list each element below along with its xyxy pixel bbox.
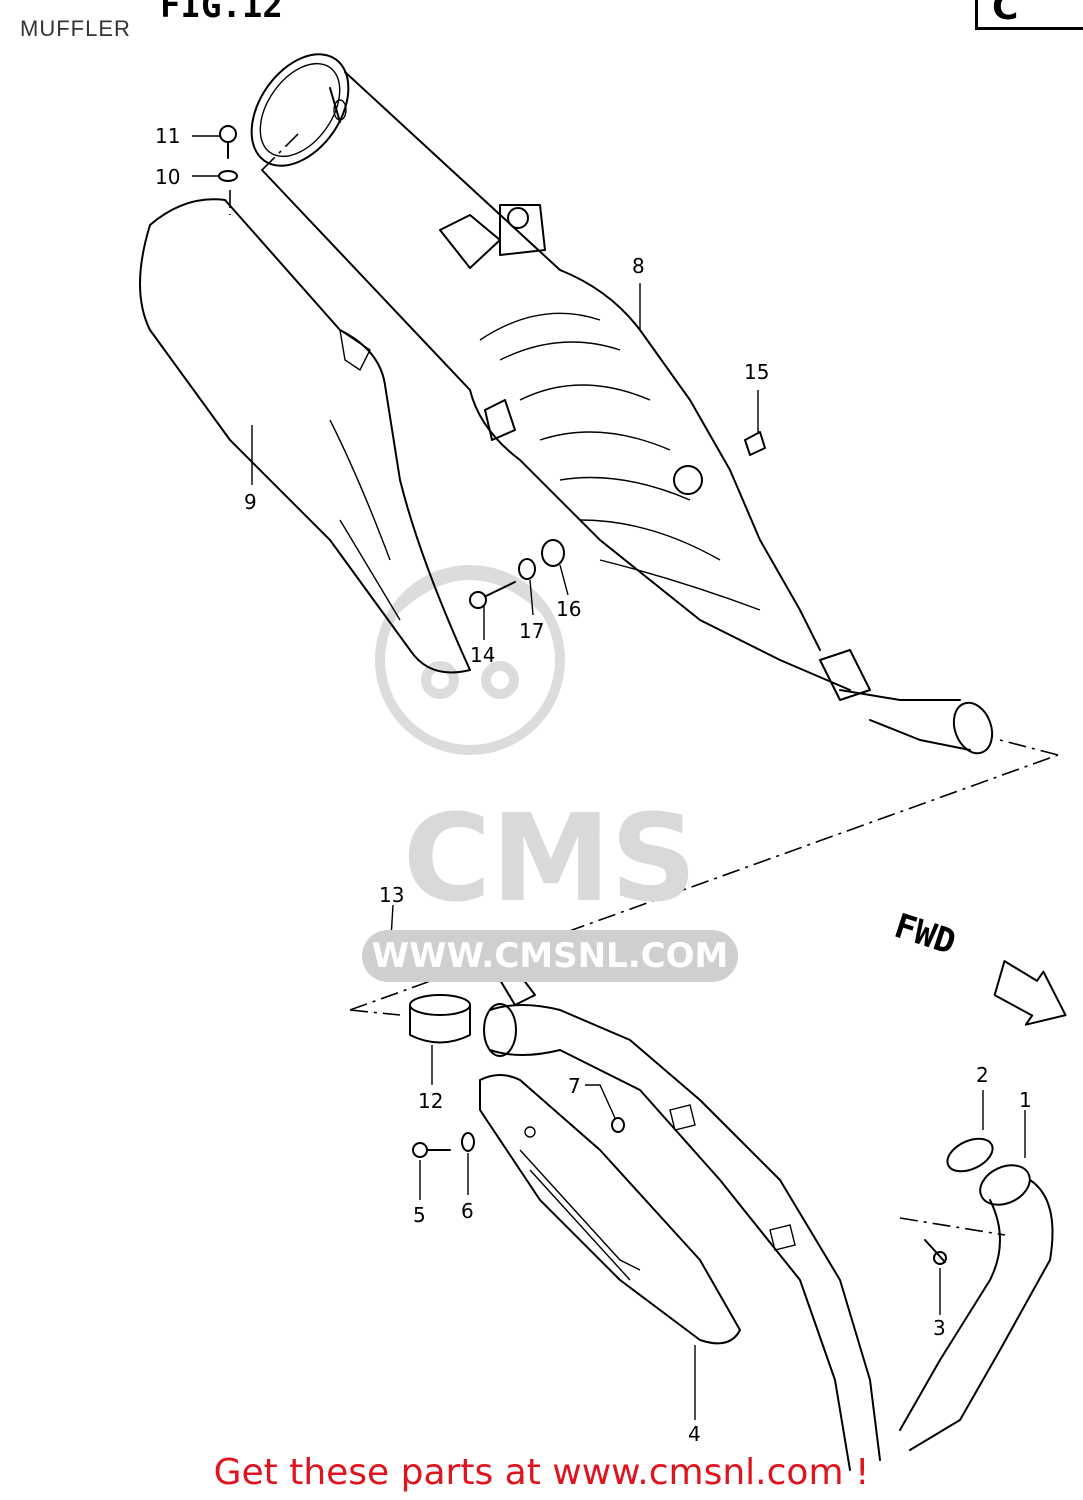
gasket-part-12 [409,994,471,1044]
footer-link[interactable]: Get these parts at www.cmsnl.com ! [213,1452,870,1493]
callout-4: 4 [688,1422,701,1446]
assembly-lines [229,129,1059,1236]
bolt-11 [219,125,237,143]
exhaust-pipe-part-1 [483,974,1054,1471]
cushion-16 [541,539,565,567]
washer-6 [461,1132,475,1152]
callout-10: 10 [155,165,181,189]
callout-2: 2 [976,1063,989,1087]
pipe-protector-part-4 [479,1074,741,1345]
figure-title: FIG.12 [160,0,283,26]
bolt-3 [924,1239,946,1263]
callout-1: 1 [1019,1088,1032,1112]
bolt-5 [412,1142,428,1158]
callout-6: 6 [461,1199,474,1223]
forward-arrow-icon [993,960,1067,1026]
callout-11: 11 [155,124,181,148]
callout-12: 12 [418,1089,444,1113]
section-label: MUFFLER [20,16,131,41]
washer-17 [518,558,536,580]
heat-shield-part-9 [139,198,471,674]
callout-3: 3 [933,1316,946,1340]
muffler-body-part-8 [250,53,994,755]
callout-8: 8 [632,254,645,278]
washer-7 [611,1117,625,1133]
callout-5: 5 [413,1203,426,1227]
callout-9: 9 [244,490,257,514]
callout-17: 17 [519,619,545,643]
callout-7: 7 [568,1074,581,1098]
callout-16: 16 [556,597,582,621]
watermark: CMS WWW.CMSNL.COM [315,800,785,982]
bolt-14 [469,591,487,609]
watermark-url: WWW.CMSNL.COM [361,930,739,982]
callout-13: 13 [379,883,405,907]
callout-14: 14 [470,643,496,667]
callout-15: 15 [744,360,770,384]
bolt-15 [744,431,766,456]
watermark-mascot-outline [375,565,565,755]
watermark-brand: CMS [403,790,697,929]
leader-lines [192,135,1026,1420]
washer-10 [218,170,238,182]
corner-tag: C [975,0,1083,30]
